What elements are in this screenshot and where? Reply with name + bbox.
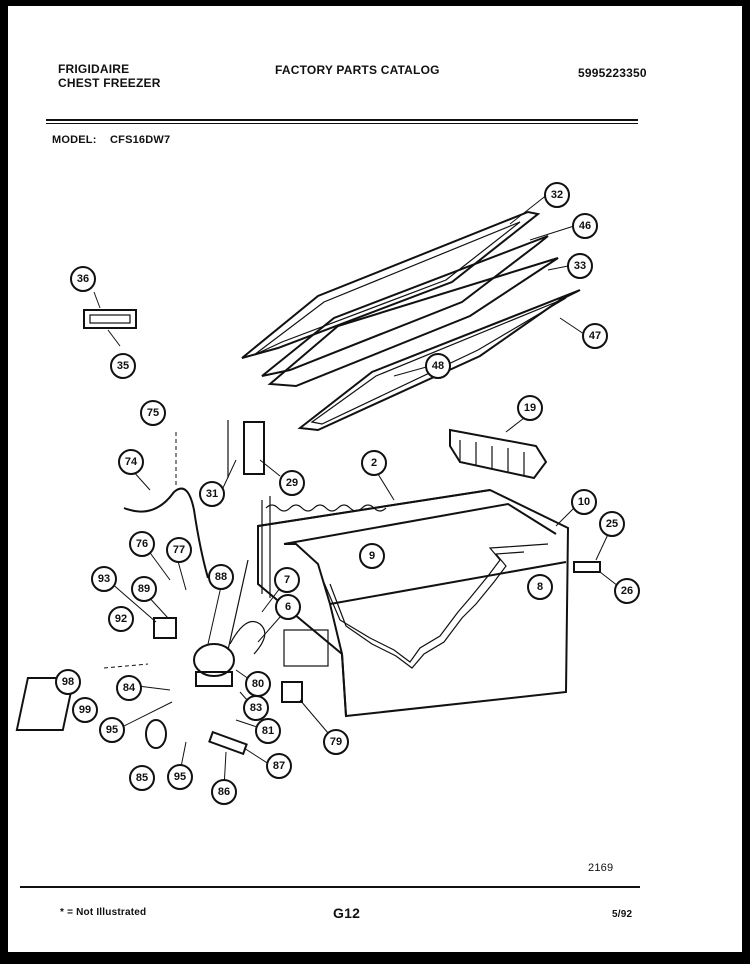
svg-text:32: 32 xyxy=(551,189,563,201)
callout-81: 81 xyxy=(255,718,281,744)
svg-text:77: 77 xyxy=(173,544,185,556)
svg-text:95: 95 xyxy=(174,771,186,783)
svg-text:87: 87 xyxy=(273,760,285,772)
catalog-page xyxy=(8,6,742,952)
svg-text:83: 83 xyxy=(250,702,262,714)
callout-85: 85 xyxy=(129,765,155,791)
power-cord xyxy=(123,432,209,579)
footnote: * = Not Illustrated xyxy=(60,907,147,918)
svg-text:74: 74 xyxy=(125,456,138,468)
callout-29: 29 xyxy=(279,470,305,496)
callout-93: 93 xyxy=(91,566,117,592)
callout-87: 87 xyxy=(266,753,292,779)
callout-76: 76 xyxy=(129,531,155,557)
header-rule-thin xyxy=(46,123,638,124)
callout-33: 33 xyxy=(567,253,593,279)
callout-2: 2 xyxy=(361,450,387,476)
svg-text:33: 33 xyxy=(574,260,586,272)
callout-74: 74 xyxy=(118,449,144,475)
callout-92: 92 xyxy=(108,606,134,632)
hinges xyxy=(227,420,601,573)
freezer-cabinet xyxy=(257,488,570,718)
callout-32: 32 xyxy=(544,182,570,208)
lid-assembly xyxy=(241,210,581,432)
callout-86: 86 xyxy=(211,779,237,805)
svg-text:84: 84 xyxy=(123,682,136,694)
callout-89: 89 xyxy=(131,576,157,602)
svg-text:81: 81 xyxy=(262,725,274,737)
svg-text:89: 89 xyxy=(138,583,150,595)
callout-98: 98 xyxy=(55,669,81,695)
svg-text:36: 36 xyxy=(77,273,89,285)
lid-handle xyxy=(83,309,137,329)
svg-text:8: 8 xyxy=(537,581,543,593)
callout-75: 75 xyxy=(140,400,166,426)
svg-text:9: 9 xyxy=(369,550,375,562)
svg-text:10: 10 xyxy=(578,496,590,508)
svg-text:29: 29 xyxy=(286,477,298,489)
callout-36: 36 xyxy=(70,266,96,292)
callout-leaders xyxy=(93,193,619,789)
callout-46: 46 xyxy=(572,213,598,239)
svg-text:48: 48 xyxy=(432,360,444,372)
svg-text:25: 25 xyxy=(606,518,618,530)
callout-79: 79 xyxy=(323,729,349,755)
callout-95b: 95 xyxy=(167,764,193,790)
svg-text:46: 46 xyxy=(579,220,591,232)
svg-text:26: 26 xyxy=(621,585,633,597)
drawing-number: 2169 xyxy=(588,862,614,874)
basket xyxy=(449,428,548,480)
callout-47: 47 xyxy=(582,323,608,349)
svg-text:31: 31 xyxy=(206,488,218,500)
callout-25: 25 xyxy=(599,511,625,537)
callout-83: 83 xyxy=(243,695,269,721)
svg-text:47: 47 xyxy=(589,330,601,342)
svg-text:35: 35 xyxy=(117,360,129,372)
svg-text:6: 6 xyxy=(285,601,291,613)
svg-text:76: 76 xyxy=(136,538,148,550)
page-number: G12 xyxy=(333,905,361,921)
model-number: CFS16DW7 xyxy=(110,134,171,146)
callout-10: 10 xyxy=(571,489,597,515)
callout-7: 7 xyxy=(274,567,300,593)
callout-80: 80 xyxy=(245,671,271,697)
callout-8: 8 xyxy=(527,574,553,600)
callout-9: 9 xyxy=(359,543,385,569)
footer-rule xyxy=(20,886,640,888)
model-label: MODEL: xyxy=(52,134,97,146)
callout-31: 31 xyxy=(199,481,225,507)
svg-text:80: 80 xyxy=(252,678,264,690)
svg-text:2: 2 xyxy=(371,457,377,469)
svg-text:7: 7 xyxy=(284,574,290,586)
callout-88: 88 xyxy=(208,564,234,590)
callout-84: 84 xyxy=(116,675,142,701)
svg-text:92: 92 xyxy=(115,613,127,625)
callout-48: 48 xyxy=(425,353,451,379)
svg-text:98: 98 xyxy=(62,676,74,688)
svg-text:99: 99 xyxy=(79,704,91,716)
svg-text:75: 75 xyxy=(147,407,159,419)
catalog-number: 5995223350 xyxy=(578,66,647,80)
header-rule xyxy=(46,119,638,121)
svg-text:19: 19 xyxy=(524,402,536,414)
catalog-title: FACTORY PARTS CATALOG xyxy=(275,63,440,77)
svg-text:86: 86 xyxy=(218,786,230,798)
callout-26: 26 xyxy=(614,578,640,604)
svg-text:79: 79 xyxy=(330,736,342,748)
svg-text:88: 88 xyxy=(215,571,227,583)
svg-text:95: 95 xyxy=(106,724,118,736)
callout-35: 35 xyxy=(110,353,136,379)
product-name: CHEST FREEZER xyxy=(58,76,161,90)
callout-77: 77 xyxy=(166,537,192,563)
callout-99: 99 xyxy=(72,697,98,723)
revision-date: 5/92 xyxy=(612,909,633,920)
compressor-assembly xyxy=(15,559,303,756)
callout-19: 19 xyxy=(517,395,543,421)
svg-text:85: 85 xyxy=(136,772,148,784)
brand-name: FRIGIDAIRE xyxy=(58,62,130,76)
svg-text:93: 93 xyxy=(98,573,110,585)
callout-95: 95 xyxy=(99,717,125,743)
callout-6: 6 xyxy=(275,594,301,620)
